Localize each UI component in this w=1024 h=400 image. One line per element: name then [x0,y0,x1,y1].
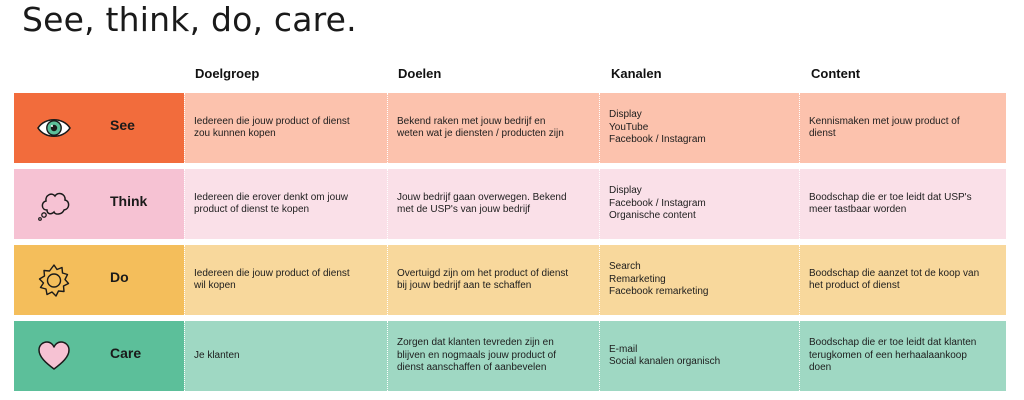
thought-cloud-icon [36,186,72,222]
column-divider [799,169,800,239]
header-kanalen: Kanalen [611,66,662,81]
cell-doelgroep: Iedereen die jouw product of dienst wil … [184,245,387,315]
column-divider [599,93,600,163]
eye-icon [36,110,72,146]
cell-doelgroep: Iedereen die jouw product of dienst zou … [184,93,387,163]
page-title: See, think, do, care. [22,0,357,39]
table-row-care: Care Je klanten Zorgen dat klanten tevre… [14,321,1006,393]
column-divider [799,321,800,391]
row-head-do: Do [14,245,184,315]
header-doelen: Doelen [398,66,442,81]
heart-icon [36,338,72,374]
row-label-think: Think [110,193,148,209]
row-label-see: See [110,117,135,133]
cell-doelen: Bekend raken met jouw bedrijf en weten w… [387,93,599,163]
column-divider [599,321,600,391]
row-label-do: Do [110,269,129,285]
table-row-do: Do Iedereen die jouw product of dienst w… [14,245,1006,317]
row-head-think: Think [14,169,184,239]
cell-content: Kennismaken met jouw product of dienst [799,93,1006,163]
gear-icon [36,262,72,298]
cell-kanalen: Display YouTube Facebook / Instagram [599,93,799,163]
cell-kanalen: E-mail Social kanalen organisch [599,321,799,391]
column-divider [599,169,600,239]
cell-content: Boodschap die er toe leidt dat klanten t… [799,321,1006,391]
cell-doelen: Zorgen dat klanten tevreden zijn en blij… [387,321,599,391]
cell-content: Boodschap die er toe leidt dat USP's mee… [799,169,1006,239]
column-divider [387,321,388,391]
column-divider [387,169,388,239]
cell-kanalen: Display Facebook / Instagram Organische … [599,169,799,239]
table-row-see: See Iedereen die jouw product of dienst … [14,93,1006,165]
column-divider [799,245,800,315]
column-divider [387,93,388,163]
column-divider [184,93,185,163]
cell-doelen: Jouw bedrijf gaan overwegen. Bekend met … [387,169,599,239]
cell-doelgroep: Iedereen die erover denkt om jouw produc… [184,169,387,239]
row-head-care: Care [14,321,184,391]
header-doelgroep: Doelgroep [195,66,260,81]
funnel-table: See Iedereen die jouw product of dienst … [14,93,1006,393]
column-divider [184,169,185,239]
column-divider [599,245,600,315]
row-label-care: Care [110,345,142,361]
cell-content: Boodschap die aanzet tot de koop van het… [799,245,1006,315]
column-divider [184,321,185,391]
table-row-think: Think Iedereen die erover denkt om jouw … [14,169,1006,241]
cell-doelgroep: Je klanten [184,321,387,391]
column-divider [799,93,800,163]
cell-kanalen: Search Remarketing Facebook remarketing [599,245,799,315]
column-divider [184,245,185,315]
column-divider [387,245,388,315]
table-header: Doelgroep Doelen Kanalen Content [0,66,1024,86]
header-content: Content [811,66,861,81]
row-head-see: See [14,93,184,163]
cell-doelen: Overtuigd zijn om het product of dienst … [387,245,599,315]
